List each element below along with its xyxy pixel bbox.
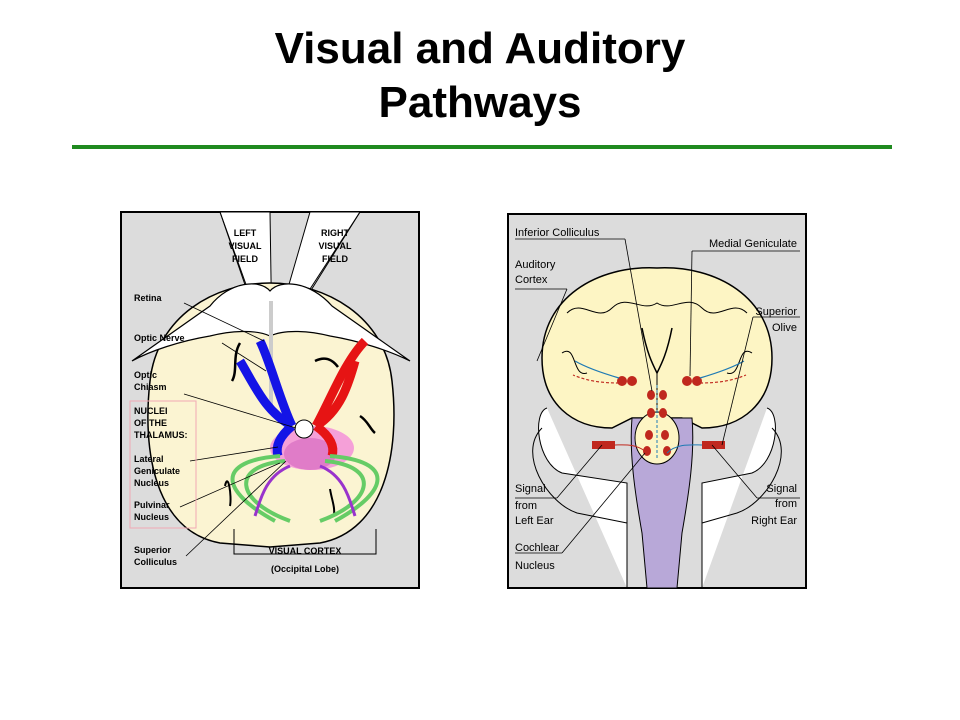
superior-olive-label-1: Superior	[755, 306, 797, 318]
thalamus-label-box	[129, 400, 197, 529]
slide-title: Visual and Auditory Pathways	[0, 22, 960, 130]
optic-nerve-label: Optic Nerve	[134, 333, 185, 343]
auditory-cortex-label-1: Auditory	[515, 259, 556, 271]
signal-left-label-1: Signal	[515, 483, 546, 495]
cochlear-nucleus-label-1: Cochlear	[515, 542, 559, 554]
signal-right-label-1: Signal	[766, 483, 797, 495]
thalamus-label-2: OF THE	[134, 418, 167, 428]
pulvinar-label-1: Pulvinar	[134, 500, 170, 510]
cochlear-nucleus-label-2: Nucleus	[515, 560, 555, 572]
retina-label: Retina	[134, 293, 163, 303]
left-visual-field-label-2: VISUAL	[228, 241, 262, 251]
inferior-colliculus-label: Inferior Colliculus	[515, 227, 600, 239]
left-visual-field-label-3: FIELD	[232, 254, 258, 264]
visual-cortex-label: VISUAL CORTEX	[269, 546, 342, 556]
title-line-2: Pathways	[378, 78, 582, 127]
thalamus-label-3: THALAMUS:	[134, 430, 188, 440]
signal-left-label-2: from	[515, 500, 537, 512]
auditory-pathway-diagram: Inferior Colliculus Medial Geniculate Au…	[507, 213, 809, 591]
auditory-nuclei	[592, 376, 725, 456]
optic-chiasm	[294, 419, 314, 439]
signal-left-label-3: Left Ear	[515, 515, 554, 527]
superior-olive-label-2: Olive	[772, 322, 797, 334]
visual-pathway-diagram: LEFT VISUAL FIELD RIGHT VISUAL FIELD Ret…	[120, 211, 422, 591]
right-visual-field-label-1: RIGHT	[321, 228, 350, 238]
left-visual-field-label-1: LEFT	[234, 228, 257, 238]
lateral-geniculate-pathway	[244, 459, 291, 523]
superior-colliculus-label-2: Colliculus	[134, 557, 177, 567]
thalamus-label-1: NUCLEI	[134, 406, 168, 416]
signal-right-label-2: from	[775, 498, 797, 510]
head-outline	[538, 407, 776, 588]
superior-colliculus-label-1: Superior	[134, 545, 172, 555]
right-visual-field-label-3: FIELD	[322, 254, 348, 264]
lateral-geniculate-label-3: Nucleus	[134, 478, 169, 488]
right-visual-field-label-2: VISUAL	[318, 241, 352, 251]
optic-chiasm-label-2: Chiasm	[134, 382, 167, 392]
pulvinar-label-2: Nucleus	[134, 512, 169, 522]
title-line-1: Visual and Auditory	[274, 24, 686, 73]
signal-right-label-3: Right Ear	[751, 515, 797, 527]
left-optic-nerve	[255, 338, 297, 428]
optic-chiasm-label-1: Optic	[134, 370, 157, 380]
pulvinar-pathway	[253, 464, 291, 517]
lateral-geniculate-label-2: Geniculate	[134, 466, 180, 476]
title-underline	[72, 145, 892, 149]
auditory-cortex-label-2: Cortex	[515, 274, 548, 286]
lateral-geniculate-label-1: Lateral	[134, 454, 164, 464]
occipital-lobe-label: (Occipital Lobe)	[271, 564, 339, 574]
medial-geniculate-label: Medial Geniculate	[709, 238, 797, 250]
